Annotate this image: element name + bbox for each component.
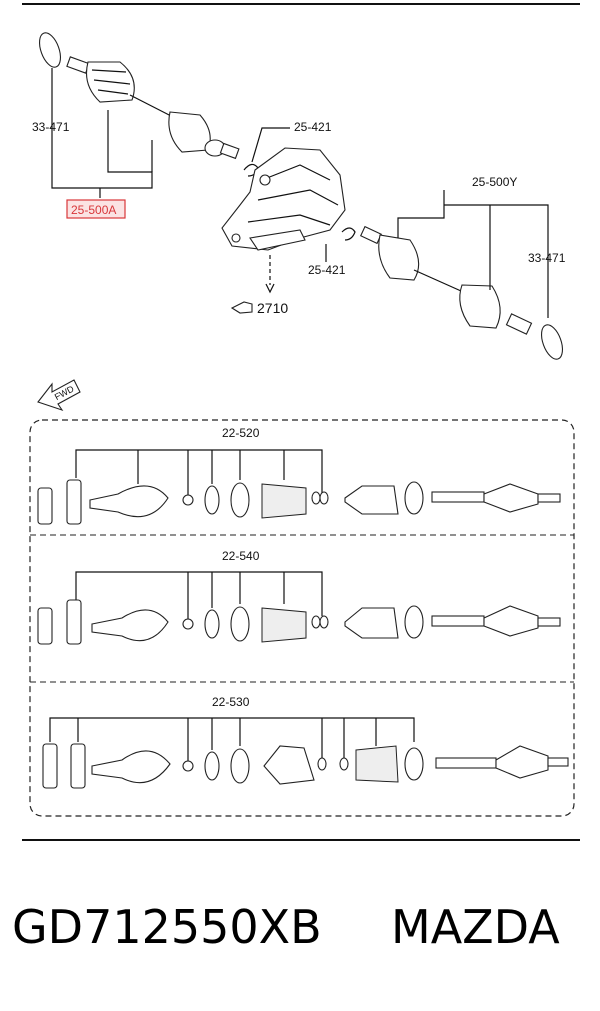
part-number: GD712550XB (12, 900, 322, 954)
inner-joint-boot (168, 111, 211, 153)
label-33-471-right: 33-471 (528, 251, 566, 265)
cv-joint (89, 485, 169, 518)
abs-ring-right (540, 324, 564, 360)
label-25-421-top: 25-421 (294, 120, 332, 134)
label-25-500Y: 25-500Y (472, 175, 517, 189)
shaft (431, 491, 485, 503)
kit-row-22-520: 22-520 (37, 426, 561, 525)
label-33-471-left: 33-471 (32, 120, 70, 134)
boot (261, 483, 307, 519)
boot-ribs (91, 69, 131, 95)
label-22-530: 22-530 (212, 695, 250, 709)
caption: GD712550XB MAZDA (12, 900, 592, 954)
hand-pointer-icon (230, 301, 253, 314)
differential-housing (221, 147, 346, 251)
label-25-500A[interactable]: 25-500A (71, 203, 116, 217)
boot-2 (344, 485, 399, 515)
spline-left (66, 56, 90, 74)
leader-25421-top (251, 127, 290, 163)
highlight-box-25-500A[interactable] (66, 199, 126, 219)
grease-tube (37, 487, 53, 525)
fwd-arrow-icon (37, 379, 81, 412)
kit-row-22-530: 22-530 (42, 695, 569, 789)
right-outer-boot (459, 284, 501, 329)
abs-ring-left (38, 32, 62, 68)
left-drive-shaft (38, 32, 240, 160)
spline-inner (219, 142, 240, 160)
label-2710: 2710 (257, 300, 288, 316)
shaft-bar (129, 94, 176, 119)
clip-bottom (341, 227, 356, 241)
leader-25500Y (397, 204, 549, 318)
grease-tube (66, 479, 82, 525)
right-drive-shaft (359, 225, 564, 360)
snap-ring (204, 485, 220, 515)
label-22-520: 22-520 (222, 426, 260, 440)
right-inner-boot (378, 234, 420, 281)
brand-name: MAZDA (391, 900, 560, 954)
housing-bracket (249, 229, 306, 251)
kit-row-22-540: 22-540 (37, 549, 561, 645)
label-22-540: 22-540 (222, 549, 260, 563)
kit-panel (29, 419, 575, 817)
leader-25500A (51, 68, 153, 189)
fwd-arrow: FWD (37, 379, 81, 412)
label-25-421-bottom: 25-421 (308, 263, 346, 277)
boot-band (230, 482, 250, 518)
